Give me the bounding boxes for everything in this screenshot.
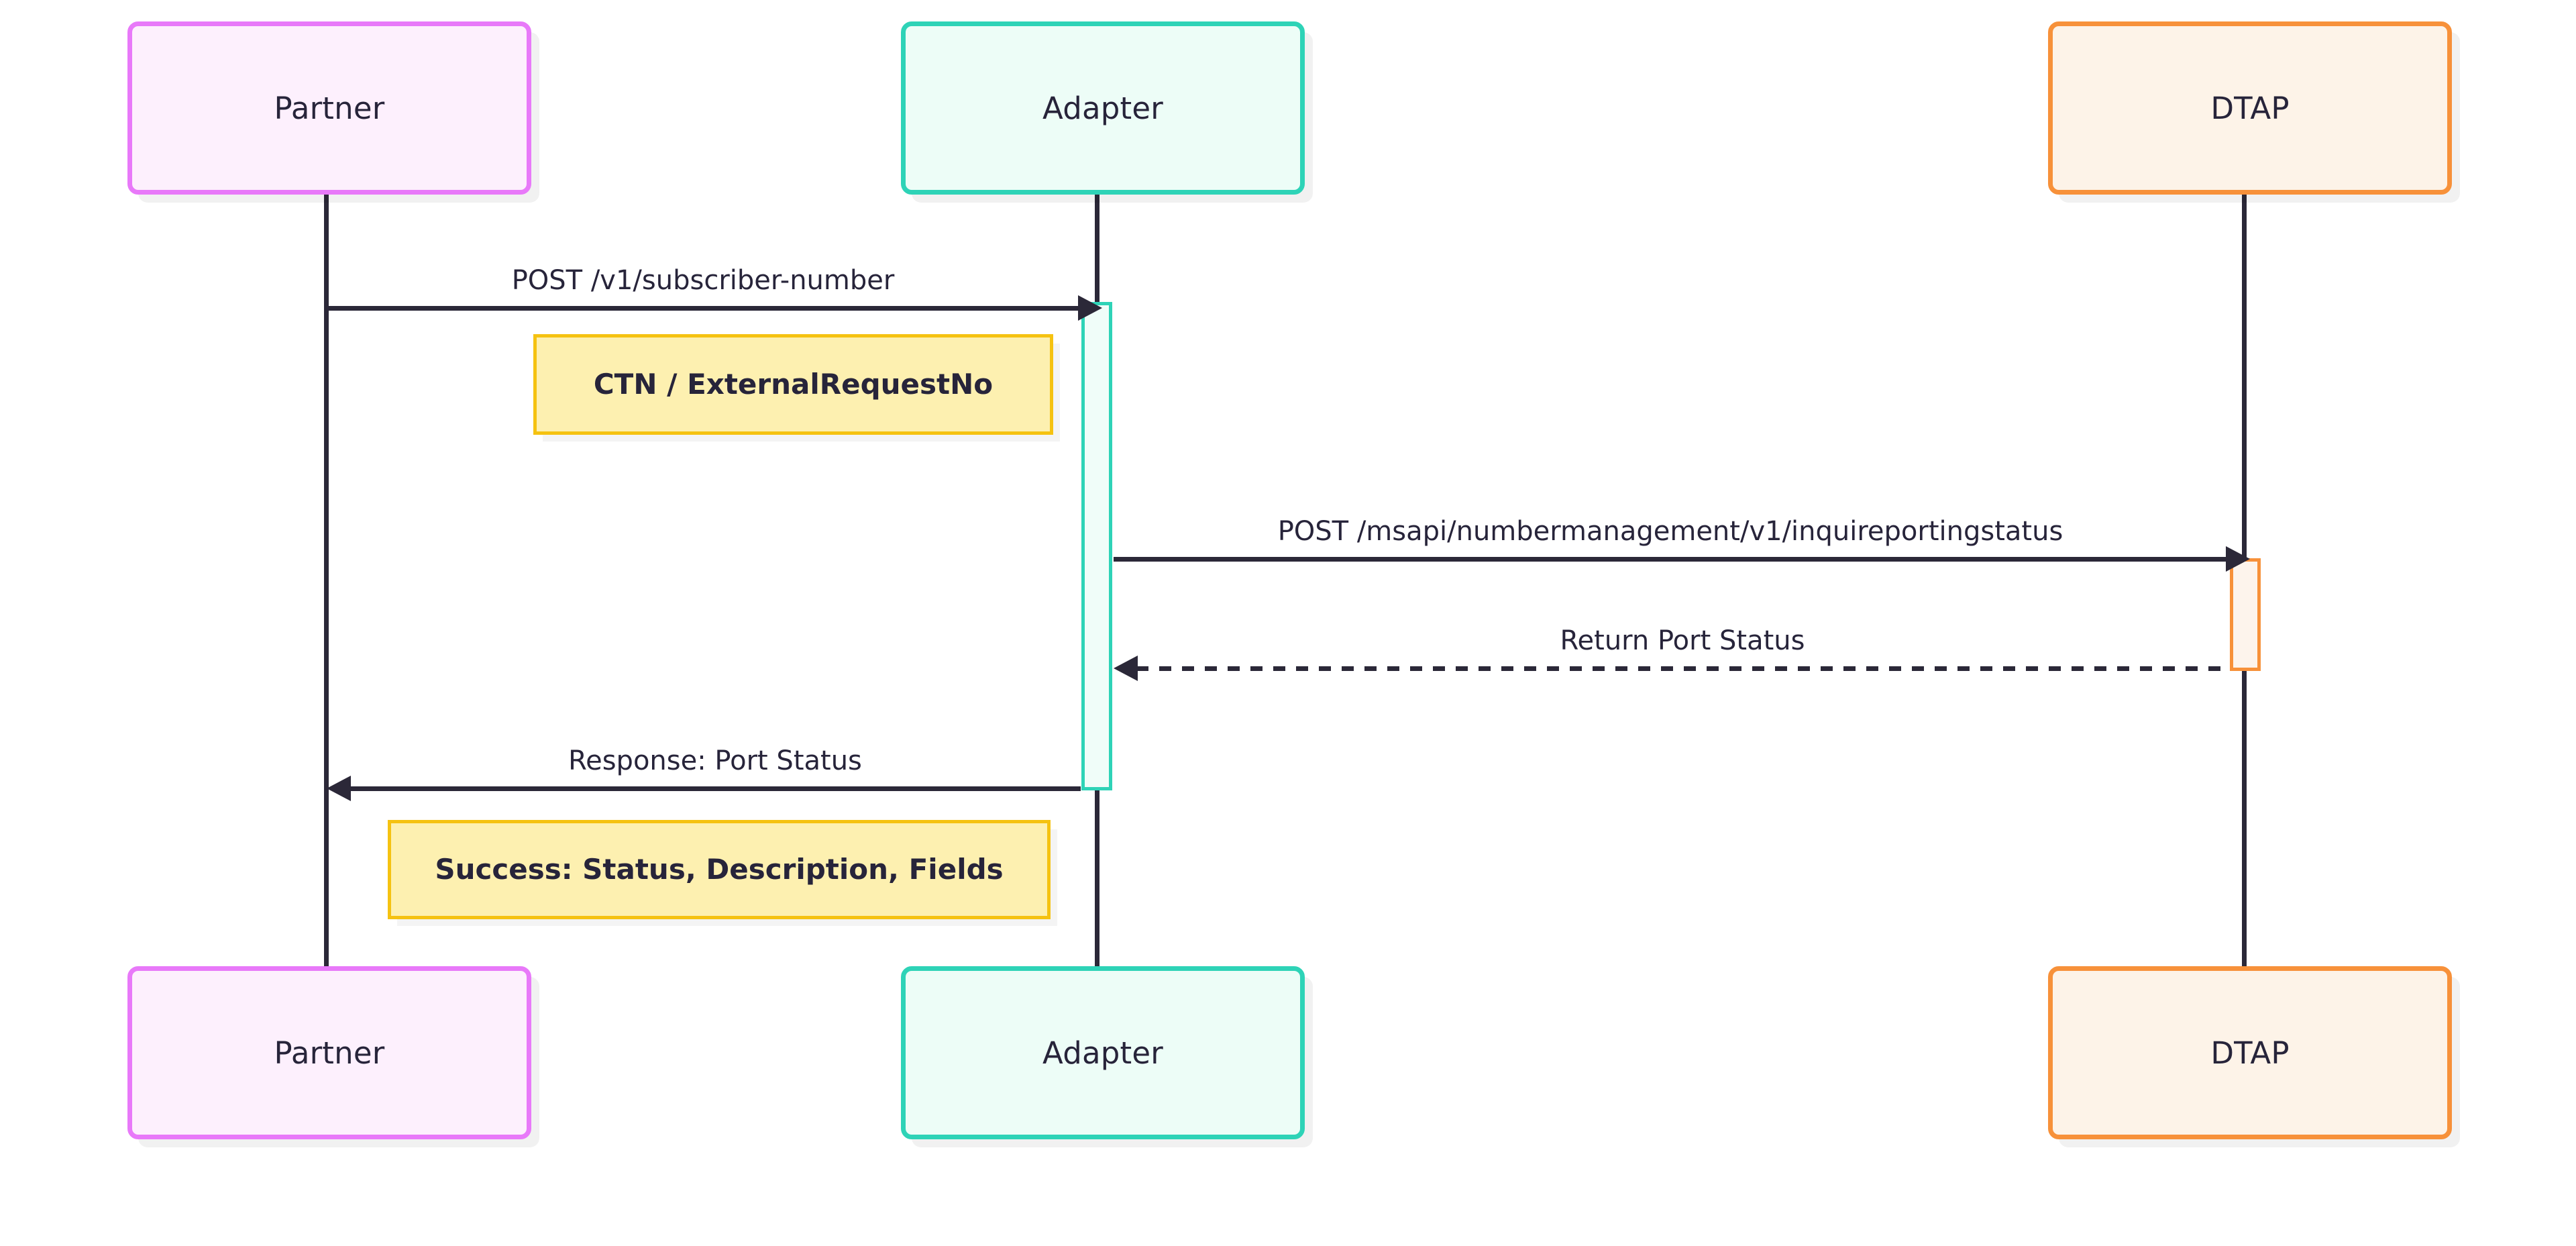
message-line xyxy=(327,306,1079,311)
message-line-dotted xyxy=(1136,666,2229,671)
actor-box-partner-bottom[interactable]: Partner xyxy=(127,966,531,1139)
message-label: Response: Port Status xyxy=(568,745,862,776)
note-ctn-external-request-no: CTN / ExternalRequestNo xyxy=(533,334,1053,435)
arrowhead-right-icon xyxy=(2226,546,2250,572)
message-line xyxy=(350,786,1081,791)
actor-label-adapter-top: Adapter xyxy=(1042,90,1163,126)
actor-box-adapter-top[interactable]: Adapter xyxy=(901,21,1305,195)
actor-label-partner-bottom: Partner xyxy=(274,1035,385,1071)
lifeline-partner xyxy=(324,195,329,966)
actor-box-dtap-top[interactable]: DTAP xyxy=(2048,21,2452,195)
actor-label-adapter-bottom: Adapter xyxy=(1042,1035,1163,1071)
arrowhead-left-icon xyxy=(1114,656,1138,681)
note-text: Success: Status, Description, Fields xyxy=(435,852,1004,886)
note-text: CTN / ExternalRequestNo xyxy=(593,367,994,401)
message-label: POST /msapi/numbermanagement/v1/inquirep… xyxy=(1277,516,2063,547)
arrowhead-right-icon xyxy=(1078,295,1102,321)
actor-box-adapter-bottom[interactable]: Adapter xyxy=(901,966,1305,1139)
message-label: POST /v1/subscriber-number xyxy=(511,265,895,296)
message-line xyxy=(1114,557,2227,562)
actor-label-partner-top: Partner xyxy=(274,90,385,126)
activation-bar-dtap xyxy=(2230,558,2261,671)
actor-label-dtap-bottom: DTAP xyxy=(2210,1035,2290,1071)
actor-label-dtap-top: DTAP xyxy=(2210,90,2290,126)
actor-box-partner-top[interactable]: Partner xyxy=(127,21,531,195)
message-label: Return Port Status xyxy=(1560,625,1805,656)
actor-box-dtap-bottom[interactable]: DTAP xyxy=(2048,966,2452,1139)
arrowhead-left-icon xyxy=(327,776,351,801)
note-success-status-description-fields: Success: Status, Description, Fields xyxy=(388,820,1051,919)
activation-bar-adapter xyxy=(1081,302,1112,790)
